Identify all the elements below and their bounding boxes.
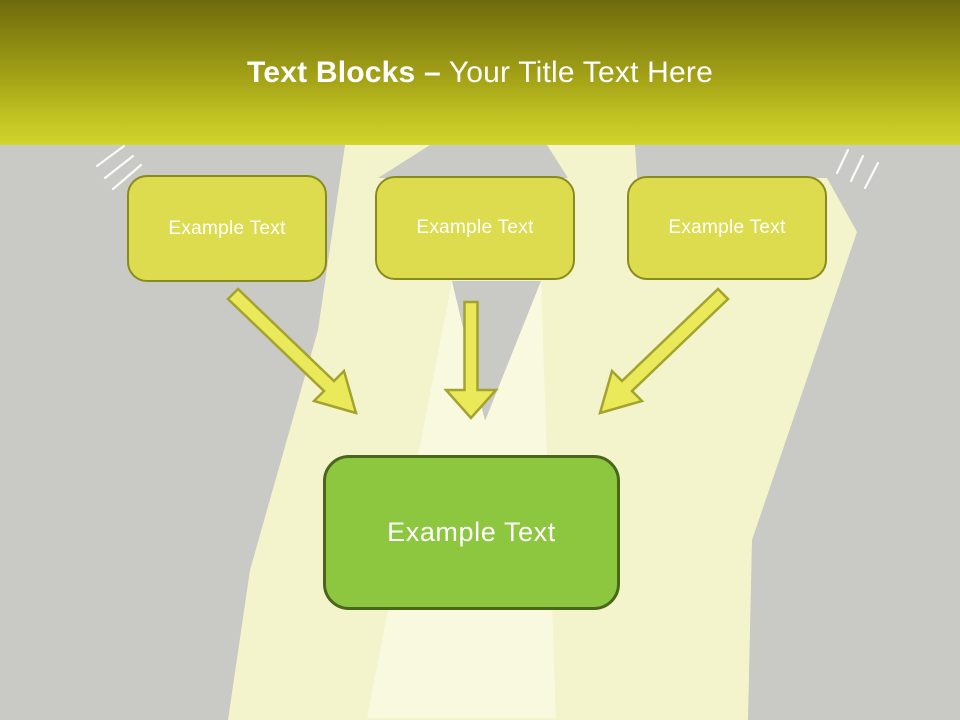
slide-title: Text Blocks – Your Title Text Here xyxy=(0,56,960,90)
text-block-3: Example Text xyxy=(627,176,827,280)
shine-ticks-right-icon xyxy=(835,148,880,190)
arrow-down-icon xyxy=(443,300,499,420)
text-block-3-label: Example Text xyxy=(668,217,786,238)
result-block-label: Example Text xyxy=(387,517,556,547)
shine-ticks-left-icon xyxy=(95,144,143,191)
slide-header: Text Blocks – Your Title Text Here xyxy=(0,0,960,145)
title-regular-part: Your Title Text Here xyxy=(440,56,713,89)
text-block-2: Example Text xyxy=(375,176,575,280)
text-block-2-label: Example Text xyxy=(416,217,534,238)
text-block-1-label: Example Text xyxy=(168,217,286,239)
arrow-down-left-icon xyxy=(598,287,730,415)
text-block-1: Example Text xyxy=(127,175,327,282)
title-bold-part: Text Blocks – xyxy=(247,56,441,89)
result-block: Example Text xyxy=(323,455,620,610)
arrow-down-right-icon xyxy=(226,287,358,415)
